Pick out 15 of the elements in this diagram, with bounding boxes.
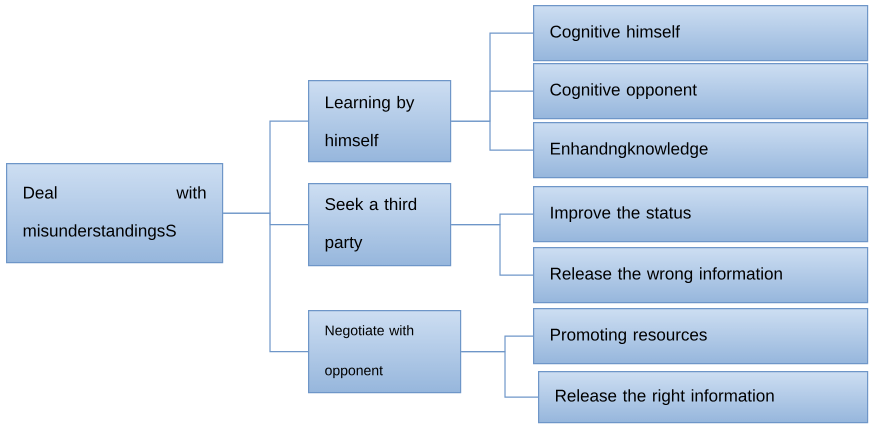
process-box: Deal with misunderstandingsS [6,163,224,264]
process-box: Cognitive opponent [533,63,868,120]
connector-line [223,212,308,352]
connector-line [451,120,533,151]
process-box: Learning by himself [308,80,452,162]
connector-line [461,351,538,398]
process-box: Negotiate with opponent [308,310,462,394]
process-box: Release the wrong information [533,247,868,304]
process-box: Seek a third party [308,183,452,266]
connector-line [451,224,533,276]
process-box: Promoting resources [533,308,868,364]
process-box: Release the right information [538,371,868,424]
process-box: Cognitive himself [533,5,868,62]
process-box: Improve the status [533,186,868,242]
process-box: Enhandngknowledge [533,122,868,178]
